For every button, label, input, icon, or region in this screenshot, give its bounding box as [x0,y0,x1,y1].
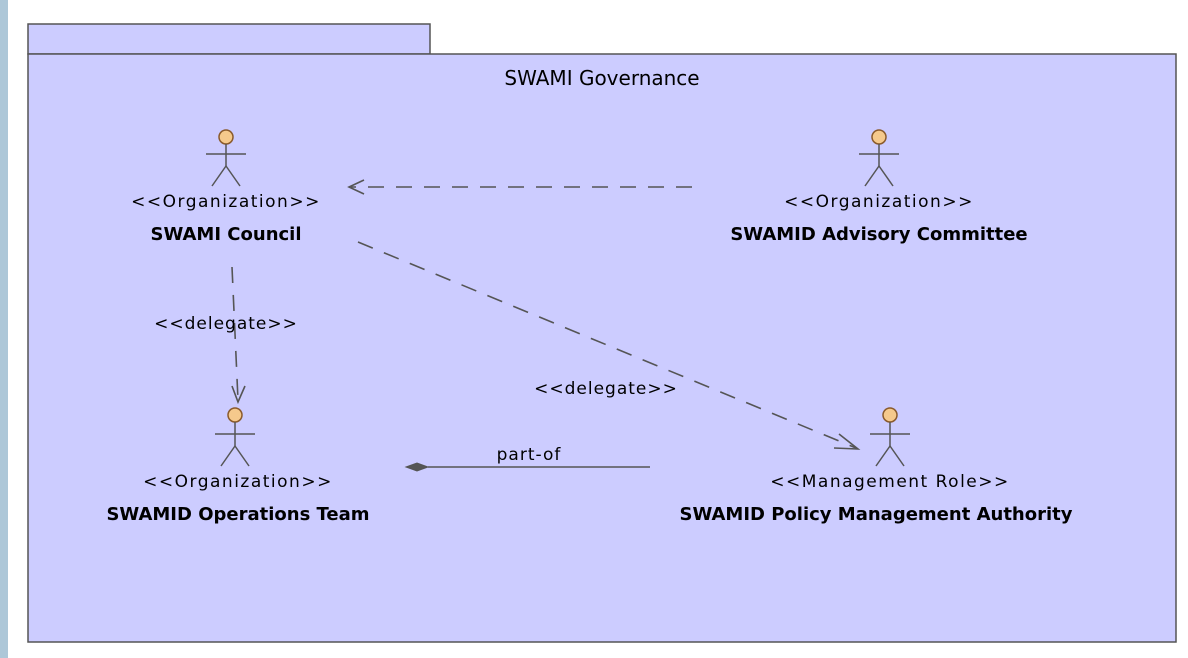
actor-swamid-pma[interactable]: <<Management Role>> SWAMID Policy Manage… [679,407,1073,525]
relation-label: part-of [497,445,562,465]
arrow-head-icon [231,385,246,405]
actor-stereotype: <<Management Role>> [770,472,1010,492]
actor-icon [859,129,899,187]
composition-diamond-icon [404,462,430,472]
uml-diagram: SWAMI Governance <<Organization>> SWAMI … [27,23,1177,643]
actor-icon [870,407,910,467]
relation-advisory-to-council[interactable] [347,179,692,195]
actor-icon [206,129,246,187]
actor-name: SWAMID Operations Team [106,504,369,525]
actor-swamid-operations-team[interactable]: <<Organization>> SWAMID Operations Team [106,407,370,525]
arrow-head-icon [833,433,861,450]
actor-name: SWAMID Advisory Committee [730,224,1027,245]
actor-swami-council[interactable]: <<Organization>> SWAMI Council [131,129,321,245]
relation-council-to-pma[interactable]: <<delegate>> [357,241,861,450]
actor-stereotype: <<Organization>> [143,472,333,492]
actor-stereotype: <<Organization>> [784,192,974,212]
relation-pma-part-of-operations[interactable]: part-of [404,445,650,472]
actor-stereotype: <<Organization>> [131,192,321,212]
actor-icon [215,407,255,467]
arrow-head-icon [347,179,365,195]
relation-label: <<delegate>> [534,379,678,399]
package-title: SWAMI Governance [504,66,699,90]
actor-name: SWAMI Council [150,224,301,245]
actor-swamid-advisory-committee[interactable]: <<Organization>> SWAMID Advisory Committ… [730,129,1028,245]
relation-label: <<delegate>> [154,314,298,334]
relation-council-to-operations[interactable]: <<delegate>> [154,266,298,405]
actor-name: SWAMID Policy Management Authority [679,504,1072,525]
package-body[interactable] [27,53,1177,643]
diagram-canvas: SWAMI Governance <<Organization>> SWAMI … [8,0,1188,658]
package-tab[interactable] [27,23,431,55]
